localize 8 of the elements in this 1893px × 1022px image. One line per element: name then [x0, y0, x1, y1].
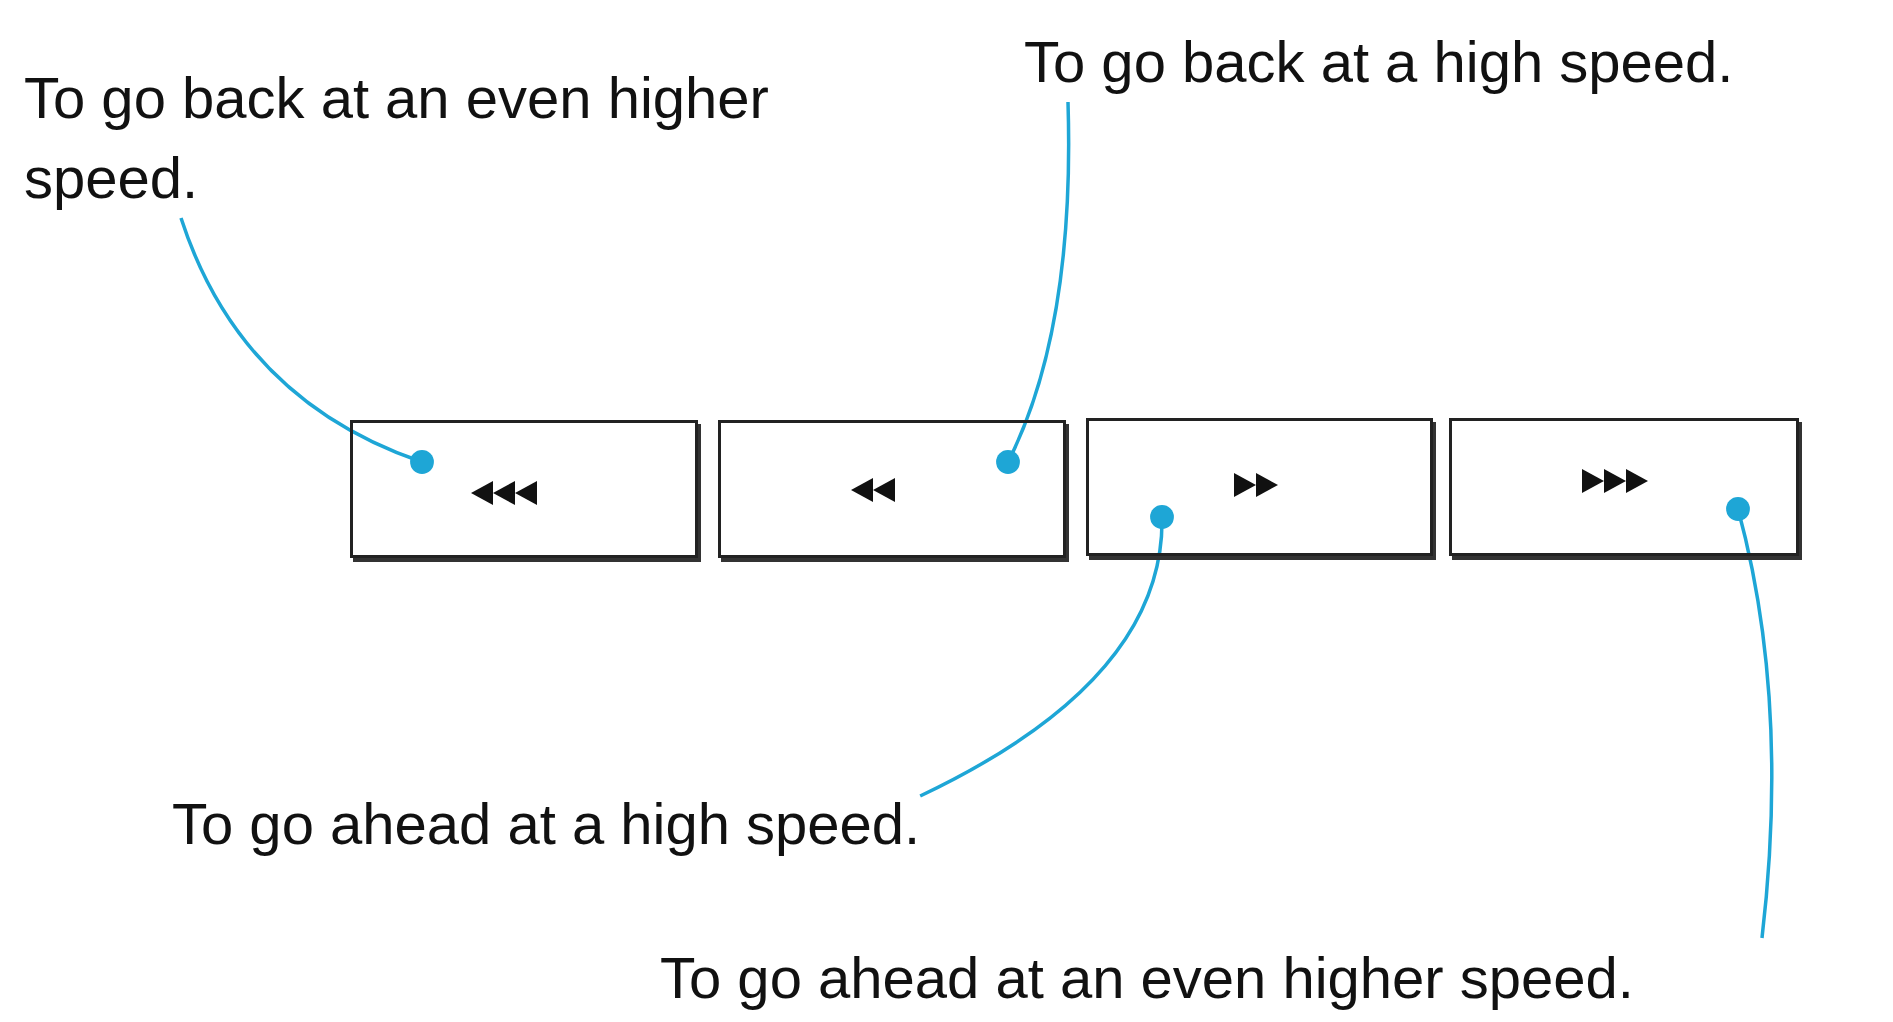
leader-line [996, 101, 1071, 474]
callout-text: To go back at a high speed. [1024, 22, 1734, 102]
callout-text: To go back at an even higher speed. [24, 58, 884, 218]
callout-text: To go ahead at a high speed. [172, 784, 921, 864]
leader-line [179, 217, 434, 474]
leader-line [1726, 497, 1774, 939]
leader-line [919, 505, 1174, 798]
callout-text: To go ahead at an even higher speed. [660, 938, 1634, 1018]
